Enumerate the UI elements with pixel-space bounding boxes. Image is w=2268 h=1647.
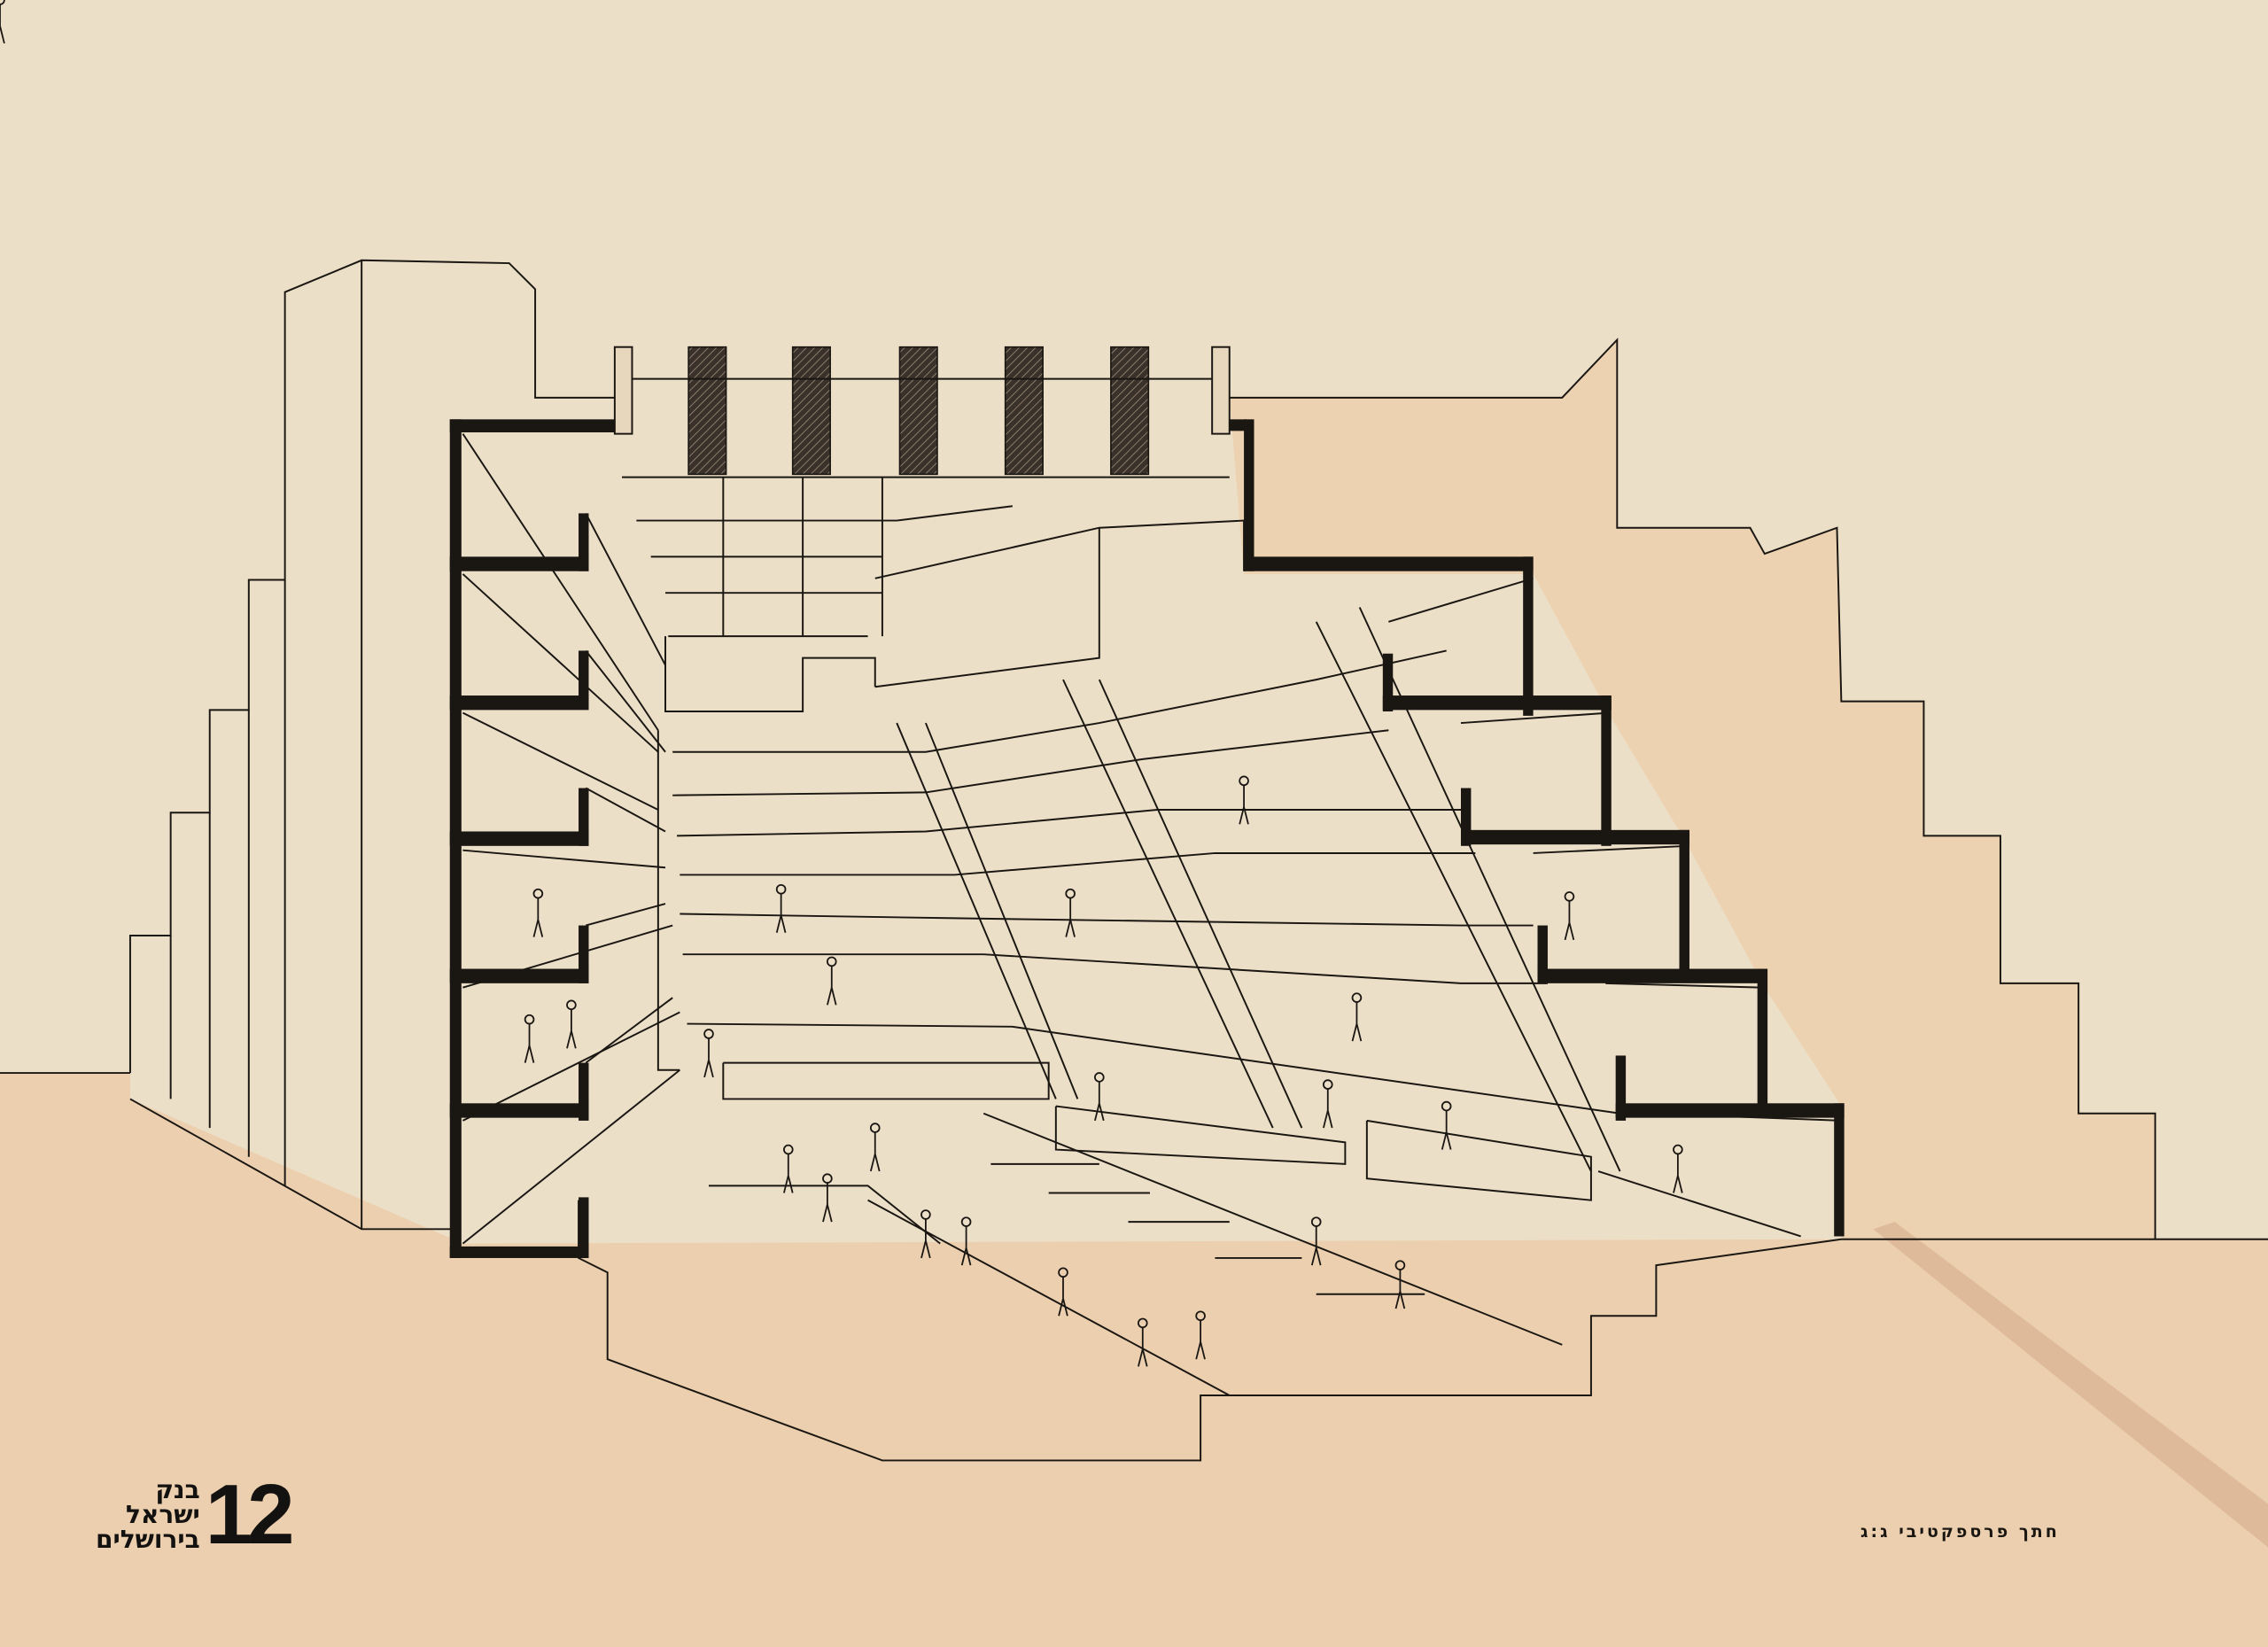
roof-beams <box>613 346 1231 476</box>
human-figures <box>0 0 1683 1368</box>
title-block-logo: בנק ישראל בירושלים 12 <box>96 1467 295 1562</box>
drawing-caption: חתך פרספקטיבי ג:ג <box>1860 1522 2060 1542</box>
institution-name: בנק ישראל בירושלים <box>96 1478 200 1552</box>
sheet-number: 12 <box>205 1467 295 1562</box>
ground-fill <box>0 1073 2268 1647</box>
tape-stain <box>1873 1222 2268 1548</box>
institution-line-1: בנק <box>155 1475 200 1504</box>
section-cut-walls <box>449 419 1845 1258</box>
institution-line-3: בירושלים <box>96 1525 200 1554</box>
outlines <box>0 259 2268 1462</box>
institution-line-2: ישראל <box>126 1500 200 1529</box>
